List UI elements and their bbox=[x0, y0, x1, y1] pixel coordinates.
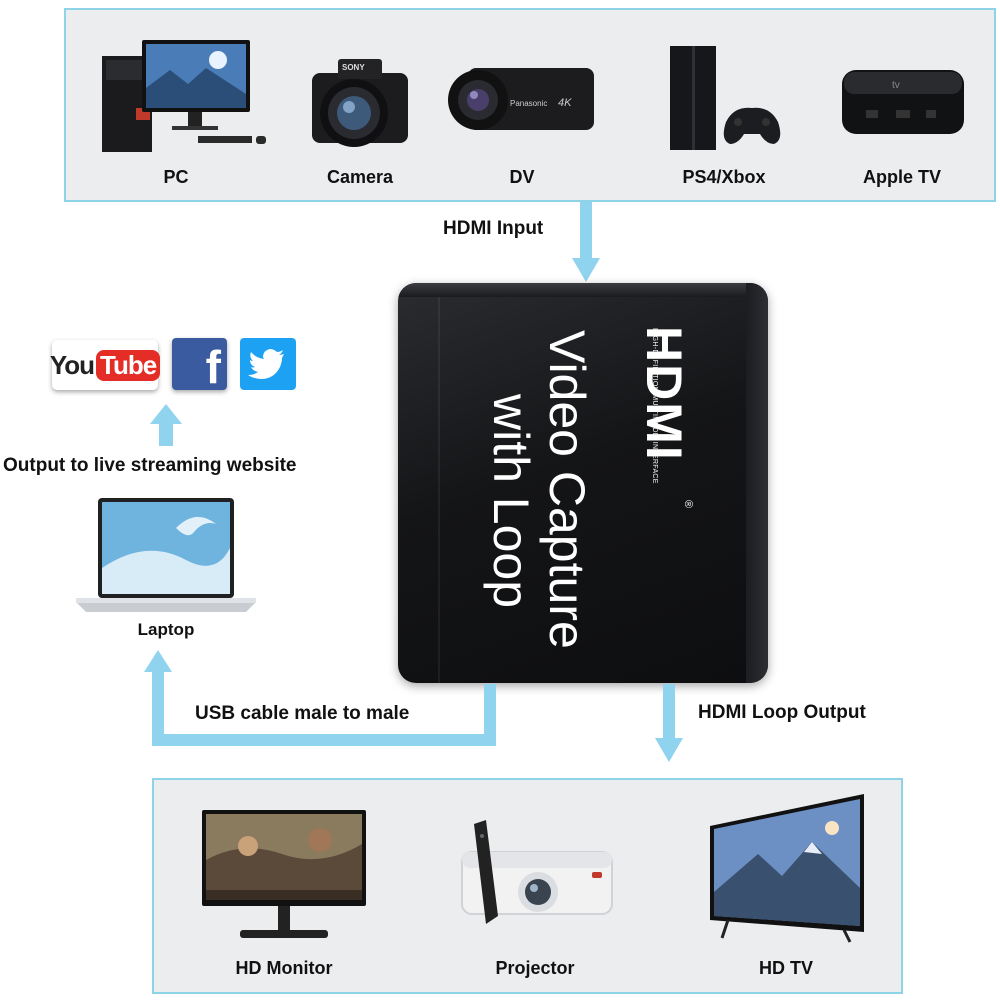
streaming-label: Output to live streaming website bbox=[3, 455, 297, 476]
device-label-monitor: HD Monitor bbox=[235, 958, 333, 978]
hd-tv-image bbox=[710, 794, 864, 943]
usb-cable-label: USB cable male to male bbox=[195, 703, 410, 724]
streaming-arrow-head bbox=[150, 404, 182, 424]
capture-title-line1: Video Capture bbox=[539, 330, 595, 649]
hdmi-input-label: HDMI Input bbox=[443, 218, 544, 239]
dv-brand-text: Panasonic bbox=[510, 99, 547, 108]
device-label-ps4: PS4/Xbox bbox=[682, 167, 766, 187]
capture-card-device bbox=[398, 283, 768, 683]
pc-image bbox=[102, 40, 266, 152]
hdmi-logo-subtitle: HIGH-DEFINITION MULTIMEDIA INTERFACE bbox=[651, 328, 658, 484]
device-label-projector: Projector bbox=[495, 958, 575, 978]
laptop-image bbox=[76, 498, 256, 612]
youtube-icon: You Tube bbox=[49, 340, 161, 390]
hdmi-loop-output-label: HDMI Loop Output bbox=[698, 702, 866, 723]
apple-tv-image: tv bbox=[842, 70, 964, 134]
hdmi-logo: HDMI bbox=[636, 326, 692, 462]
facebook-icon: f bbox=[172, 338, 227, 393]
device-label-dv: DV bbox=[509, 167, 535, 187]
capture-title-line2: with Loop bbox=[483, 394, 539, 609]
loop-output-arrow-shaft bbox=[663, 684, 675, 740]
device-label-appletv: Apple TV bbox=[862, 167, 941, 187]
hd-monitor-image bbox=[202, 810, 366, 938]
twitter-icon bbox=[240, 338, 296, 390]
device-label-tv: HD TV bbox=[759, 958, 813, 978]
device-label-camera: Camera bbox=[326, 167, 394, 187]
laptop-label: Laptop bbox=[137, 620, 195, 639]
camera-image: SONY bbox=[312, 59, 408, 147]
device-label-pc: PC bbox=[163, 167, 189, 187]
loop-output-arrow-head bbox=[655, 738, 683, 762]
dv-4k-text: 4K bbox=[558, 97, 572, 109]
projector-image bbox=[461, 820, 613, 924]
ps4-image bbox=[670, 46, 781, 150]
apple-tv-logo-text: tv bbox=[892, 80, 900, 91]
camera-brand-text: SONY bbox=[342, 63, 365, 72]
hdmi-input-arrow-shaft bbox=[580, 202, 592, 260]
usb-arrow-head bbox=[144, 650, 172, 672]
usb-line-vertical-left bbox=[152, 670, 164, 746]
registered-mark: ® bbox=[682, 500, 694, 509]
facebook-f-text: f bbox=[205, 341, 221, 393]
usb-line-horizontal bbox=[152, 734, 496, 746]
usb-line-vertical-right bbox=[484, 684, 496, 746]
youtube-tube-text: Tube bbox=[96, 349, 161, 381]
youtube-you-text: You bbox=[49, 349, 95, 380]
streaming-arrow-shaft bbox=[159, 422, 173, 446]
dv-camcorder-image: Panasonic 4K bbox=[448, 68, 594, 130]
hdmi-input-arrow-head bbox=[572, 258, 600, 282]
